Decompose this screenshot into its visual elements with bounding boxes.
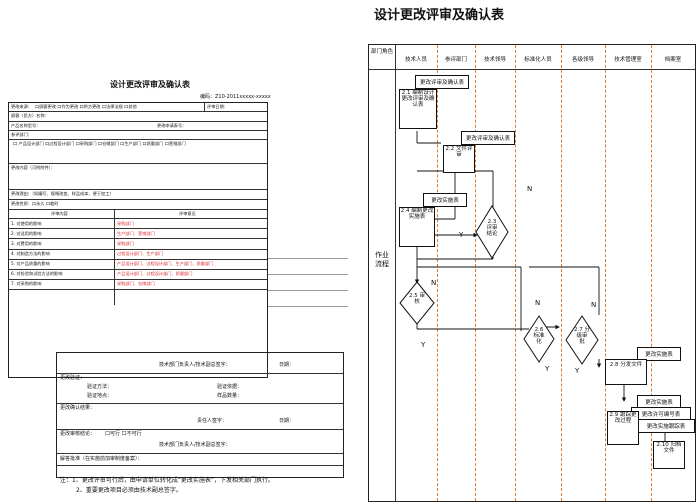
doc-change-review-form: 更改评审及确认表	[415, 75, 469, 89]
node-2-5: 2.5 审核	[399, 281, 435, 325]
responsible-label: 责任人签字：	[197, 418, 228, 424]
header-tech-lead: 技术领导	[483, 57, 506, 63]
opinion-item: 采购部门、仓储部门	[117, 281, 155, 286]
final-label: 更改审核结论：	[60, 431, 96, 437]
dept-options: 口 产品设计部门 口过程设计部门 口采购部门 口仓储部门 口生产部门 口质量部门…	[13, 141, 186, 146]
node-2-1: 2.1 编制设计更改评审及确认表	[399, 89, 437, 129]
form-upper-table: 更改来源： 口顾客更改 口作为更改 口供方更改 口法律法规 口其他 评审日期： …	[8, 102, 268, 378]
review-content-header: 评审内容	[51, 211, 68, 216]
date-label: 日期：	[279, 362, 295, 368]
label-n: N	[535, 299, 541, 307]
flowchart-frame: 部门角色 技术人员 参评部门 技术领导 标准化人员 各级领导 技术管理室 档案室…	[368, 44, 696, 502]
review-date-label: 评审日期：	[207, 104, 228, 109]
opinion-item: 过程设计部门、生产部门	[117, 251, 164, 256]
change-reason-label: 更改理由：（如编写、规格改变、样品成本、便于加工）	[11, 191, 114, 196]
opinion-item: 产品设计部门、过程设计部门、质量部门	[117, 271, 193, 276]
label-n: N	[431, 279, 437, 287]
product-name-label: 产品名称型号：	[11, 123, 41, 128]
note-2: 2、重要更改项目必须由技术副总签字。	[76, 487, 182, 494]
header-archive: 档案室	[664, 57, 682, 63]
review-dept-label: 参评部门：	[11, 132, 32, 137]
opinion-item: 产品设计部门、过程设计部门、生产部门、质量部门	[117, 261, 214, 266]
customer-name-label: 顾客（民方）名称：	[11, 113, 49, 118]
form-lower-table: 技术部门负责人/技术副总签字： 日期： 更改验证： 验证方法： 验证依据： 验证…	[56, 352, 344, 478]
node-2-4: 2.4 编制更改实施表	[399, 207, 435, 247]
header-role: 部门角色	[371, 49, 394, 55]
change-content-label: 更改内容（可附附件）：	[11, 165, 55, 170]
review-item: 1. 对使用的影响	[11, 221, 42, 226]
form-sheet: 设计更改评审及确认表 编码：Z10-2011xxxxx-xxxxx 更改来源： …	[0, 60, 350, 504]
approve-label: 解答批准（在实施前加审制度备案）：	[60, 456, 143, 462]
flow-connectors	[414, 89, 668, 450]
sign-label: 技术部门负责人/技术副总签字：	[159, 362, 231, 368]
node-2-2: 2.2 文件评审	[443, 145, 475, 173]
flowchart-title: 设计更改评审及确认表	[374, 8, 505, 23]
opinion-item: 采购部门	[117, 241, 134, 246]
header-tech-staff: 技术人员	[404, 57, 427, 63]
change-request-no-label: 更改申请表号：	[157, 123, 187, 128]
review-item: 3. 对费用的影响	[11, 241, 42, 246]
label-y: Y	[421, 341, 426, 349]
header-leaders: 各级领导	[571, 57, 594, 63]
doc-change-impl-2: 更改实施表	[637, 347, 681, 361]
change-nature-label: 更改性质：口永久 口临时	[11, 201, 59, 206]
date-label: 日期：	[279, 418, 295, 424]
confirm-label: 更改确认结果：	[60, 405, 96, 411]
final-options: 口可行 口不可行	[105, 431, 142, 437]
label-y: Y	[545, 365, 550, 373]
node-2-3: 2.3 评审结论	[475, 205, 509, 259]
label-y: Y	[459, 231, 464, 239]
doc-change-review-form-2: 更改评审及确认表	[461, 131, 515, 145]
verify-basis-label: 验证依据：	[217, 384, 243, 390]
side-label: 作业流程	[375, 251, 389, 269]
opinion-item: 生产部门、营销部门	[117, 231, 155, 236]
review-item: 5. 对产品质量的影响	[11, 261, 50, 266]
verify-method-label: 验证方法：	[87, 384, 113, 390]
label-n: N	[591, 301, 597, 309]
header-standardizer: 标准化人员	[524, 57, 552, 63]
change-source-options: 口顾客更改 口作为更改 口供方更改 口法律法规 口其他	[35, 104, 137, 109]
verify-place-label: 验证地点：	[87, 393, 113, 399]
node-2-10: 2.10 归档文件	[653, 441, 685, 469]
node-2-8: 2.8 分发文件	[605, 359, 647, 385]
node-2-7: 2.7 分级审批	[565, 315, 599, 365]
note-1: 注：1、更改评审可行后，由申请单位转化成“更改实施表”，下发相关部门执行。	[60, 477, 275, 484]
form-code: 编码：Z10-2011xxxxx-xxxxx	[200, 94, 271, 100]
review-item: 7. 对采购的影响	[11, 281, 42, 286]
node-2-9: 2.9 跟踪更改过程	[607, 411, 639, 445]
review-item: 2. 对适用的影响	[11, 231, 42, 236]
verify-label: 更改验证：	[60, 375, 86, 381]
change-source-label: 更改来源：	[11, 104, 32, 109]
doc-change-impl-1: 更改实施表	[423, 193, 467, 207]
header-tech-mgmt: 技术管理室	[614, 57, 642, 63]
sign-label: 技术部门负责人/技术副总签字：	[159, 442, 231, 448]
label-y: Y	[575, 367, 580, 375]
sample-qty-label: 样品数量：	[217, 393, 243, 399]
review-item: 4. 对制造方法的影响	[11, 251, 50, 256]
opinion-item: 采购部门	[117, 221, 134, 226]
node-2-6: 2.6 标准化	[523, 315, 555, 363]
label-n: N	[527, 185, 533, 193]
form-title: 设计更改评审及确认表	[110, 80, 190, 89]
header-review-dept: 参评部门	[444, 57, 467, 63]
review-item: 6. 对检验和试验方法的影响	[11, 271, 63, 276]
doc-change-tracking: 更改实施跟踪表	[637, 419, 695, 433]
opinion-header: 评审意见	[179, 211, 196, 216]
